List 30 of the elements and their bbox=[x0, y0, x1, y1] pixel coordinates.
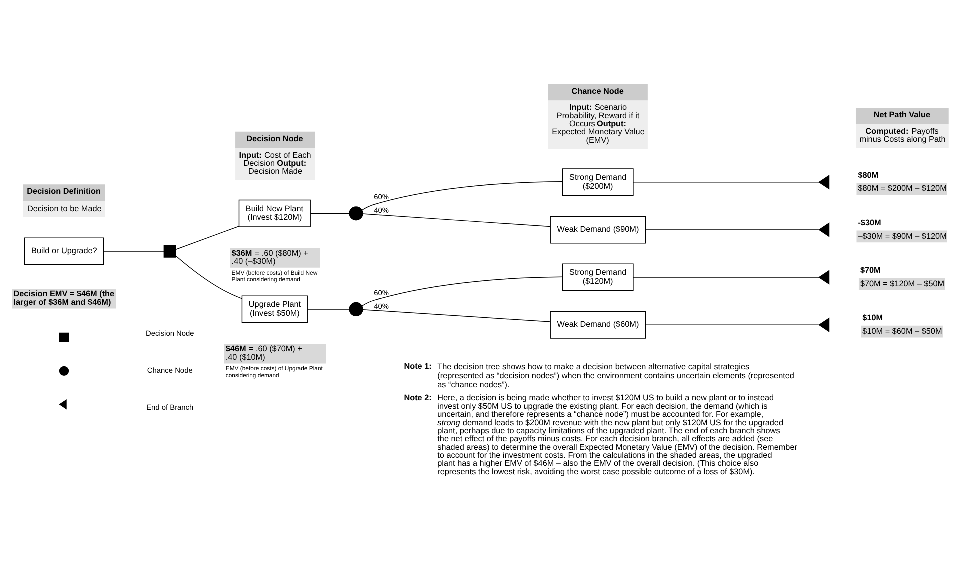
node-label: $80M bbox=[858, 170, 879, 180]
edge-label: 60% bbox=[374, 192, 389, 202]
label: Note 1: bbox=[404, 361, 432, 370]
label: Decision Node bbox=[246, 134, 304, 143]
legend-label: Decision Node bbox=[146, 328, 194, 338]
label: Note 2: bbox=[404, 393, 432, 402]
node-label: $36M = .60 ($80M) + .40 (–$30M) bbox=[232, 248, 308, 266]
node-label: $46M = .60 ($70M) + .40 ($10M) bbox=[226, 344, 302, 362]
label: Chance Node bbox=[572, 86, 624, 96]
label: Input: Cost of Each Decision Output: Decision Made bbox=[239, 150, 312, 176]
label: Decision Definition bbox=[27, 186, 101, 196]
label: Net Path Value bbox=[874, 110, 930, 120]
node-label: Decision EMV = $46M (the larger of $36M and $46M) bbox=[14, 289, 115, 306]
legend-label: End of Branch bbox=[146, 402, 194, 412]
node-label: $80M = $200M – $120M bbox=[858, 184, 947, 193]
node-label: $70M bbox=[860, 265, 881, 274]
legend-label: Chance Node bbox=[147, 366, 193, 375]
edge-label: 60% bbox=[374, 288, 389, 297]
label: Computed: Payoffs minus Costs along Path bbox=[860, 126, 946, 144]
label: The decision tree shows how to make a decision between alternative capital strategies (represented as “decision nodes”) when the environment contains uncertain elements (represented as “chance nodes”). bbox=[438, 362, 794, 389]
node-label: $10M bbox=[862, 312, 884, 322]
edge-label: 40% bbox=[374, 301, 389, 310]
label: Decision to be Made bbox=[27, 204, 102, 213]
label: Here, a decision is being made whether to invest $120M US to build a new plant or to instead invest only $50M US to upgrade the existing plant. For each decision, the demand (which is uncertain, and therefore represents a “chance node”) must be accounted for. For example, strong demand leads to $200M revenue with the new plant but only $120M US for the upgraded plant, perhaps due to capacity limitations of the upgraded plant. The end of each branch shows the net effect of the payoffs minus costs. For each decision branch, all effects are added (see shaded areas) to determine the overall Expected Monetary Value (EMV) of the decision. Remember to account for the investment costs. From the calculations in the shaded areas, the upgraded plant has a higher EMV of $46M – also the EMV of the overall decision. (This choice also represents the lowest risk, avoiding the worst case possible outcome of a loss of $30M). bbox=[438, 393, 798, 476]
node-label: $70M = $120M – $50M bbox=[860, 278, 945, 288]
node-label: $10M = $60M – $50M bbox=[862, 326, 942, 336]
node-label: –$30M = $90M – $120M bbox=[858, 231, 947, 240]
edge-label: 40% bbox=[374, 205, 389, 214]
label: Input: Scenario Probability, Reward if it Occurs Output: Expected Monetary Value (EMV) bbox=[552, 102, 645, 144]
node-label: -$30M bbox=[858, 218, 882, 227]
